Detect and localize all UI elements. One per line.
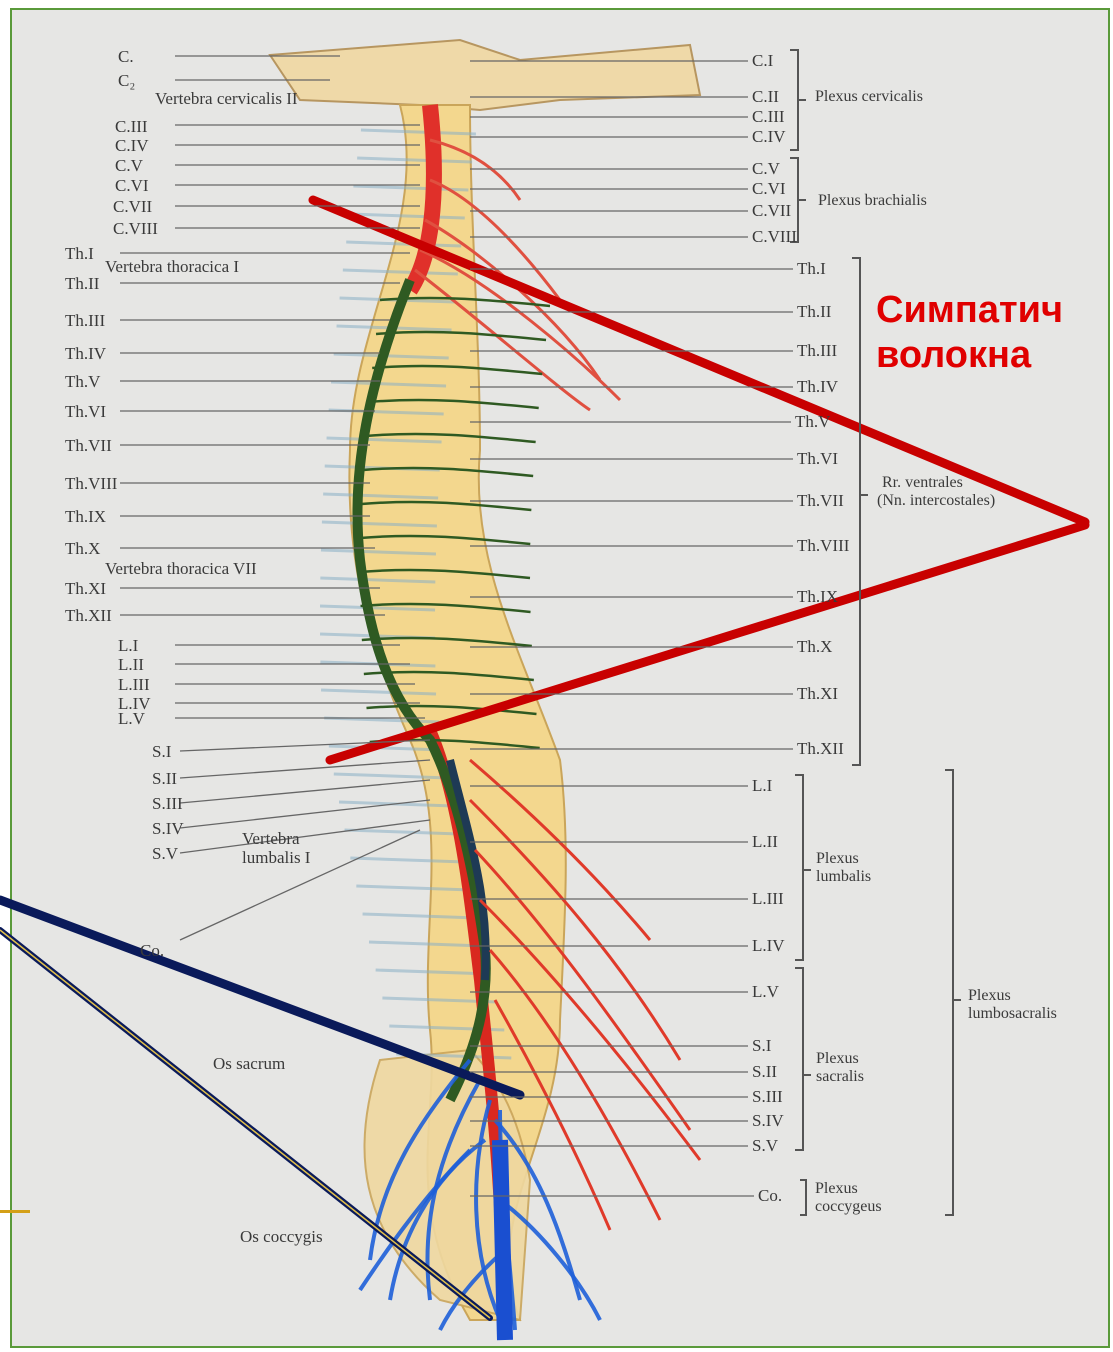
left-label: Th.VII [65, 437, 112, 454]
rr-ventrales-label: Rr. ventrales [882, 474, 963, 492]
right-label: Th.II [797, 303, 831, 320]
left-label: Th.I [65, 245, 94, 262]
skull-base [270, 40, 700, 110]
nn-intercostales-label: (Nn. intercostales) [877, 492, 995, 510]
left-label: C.VI [115, 177, 149, 194]
caption-line-2: волокна [876, 333, 1063, 378]
left-label: Th.VIII [65, 475, 117, 492]
right-label: S.I [752, 1037, 771, 1054]
left-label: Th.X [65, 540, 100, 557]
right-label: Th.I [797, 260, 826, 277]
left-label: Os coccygis [240, 1228, 323, 1245]
left-label: Th.III [65, 312, 105, 329]
right-label: C.V [752, 160, 780, 177]
right-label: S.V [752, 1137, 778, 1154]
right-label: Th.XII [797, 740, 844, 757]
right-label: C.III [752, 108, 785, 125]
left-label: S.I [152, 743, 171, 760]
left-label: Vertebra cervicalis II [155, 90, 298, 107]
left-label: L.II [118, 656, 144, 673]
bracket-lumbosacralis [945, 770, 961, 1215]
left-label: C.VIII [113, 220, 158, 237]
left-label: S.II [152, 770, 177, 787]
left-label: Vertebra lumbalis I [242, 830, 352, 867]
left-label: C.IV [115, 137, 149, 154]
right-label: S.II [752, 1063, 777, 1080]
plexus-lumbalis-label: Plexuslumbalis [816, 850, 871, 885]
right-label: C.VI [752, 180, 786, 197]
left-label: C.III [115, 118, 148, 135]
left-label: C. [118, 48, 134, 65]
bracket-coccygeus [800, 1180, 806, 1215]
right-label: L.II [752, 833, 778, 850]
bracket-lumbalis [795, 775, 811, 960]
right-label: Th.VI [797, 450, 838, 467]
left-label: L.I [118, 637, 138, 654]
leader-line [180, 800, 430, 828]
leader-line [180, 780, 430, 803]
right-label: Th.IX [797, 588, 838, 605]
right-label: C.IV [752, 128, 786, 145]
left-label: Th.XII [65, 607, 112, 624]
left-label: Co. [140, 942, 164, 959]
right-label: L.IV [752, 937, 785, 954]
left-label: Th.V [65, 373, 100, 390]
left-label: Vertebra thoracica VII [105, 560, 257, 577]
right-label: S.IV [752, 1112, 784, 1129]
right-label: C.VIII [752, 228, 797, 245]
right-label: C.II [752, 88, 779, 105]
right-label: C.I [752, 52, 773, 69]
left-label: Th.XI [65, 580, 106, 597]
bracket-sacralis [795, 968, 811, 1150]
right-label: Th.VIII [797, 537, 849, 554]
right-label: Th.XI [797, 685, 838, 702]
left-label: S.III [152, 795, 183, 812]
left-label: Th.II [65, 275, 99, 292]
left-label: S.IV [152, 820, 184, 837]
filum-terminale [500, 1140, 505, 1340]
right-label: S.III [752, 1088, 783, 1105]
right-label: Co. [758, 1187, 782, 1204]
caption-line-1: Симпатич [876, 288, 1063, 333]
left-label: C.V [115, 157, 143, 174]
right-label: Th.X [797, 638, 832, 655]
right-label: Th.V [795, 413, 830, 430]
right-label: L.I [752, 777, 772, 794]
right-label: L.V [752, 983, 779, 1000]
left-label: S.V [152, 845, 178, 862]
left-label: Th.IX [65, 508, 106, 525]
left-label: C.VII [113, 198, 152, 215]
left-label: Os sacrum [213, 1055, 285, 1072]
right-label: Th.IV [797, 378, 838, 395]
right-label: Th.III [797, 342, 837, 359]
left-label: L.V [118, 710, 145, 727]
left-label: L.III [118, 676, 150, 693]
bracket-cervicalis [790, 50, 806, 150]
left-label: C₂ [118, 72, 135, 89]
caption-sympathetic: Симпатич волокна [876, 288, 1063, 378]
left-label: Th.VI [65, 403, 106, 420]
bracket-intercostales [852, 258, 868, 765]
right-label: C.VII [752, 202, 791, 219]
left-label: Th.IV [65, 345, 106, 362]
plexus-cervicalis-label: Plexus cervicalis [815, 88, 923, 106]
plexus-brachialis-label: Plexus brachialis [818, 192, 927, 210]
left-label: Vertebra thoracica I [105, 258, 239, 275]
right-label: L.III [752, 890, 784, 907]
right-label: Th.VII [797, 492, 844, 509]
